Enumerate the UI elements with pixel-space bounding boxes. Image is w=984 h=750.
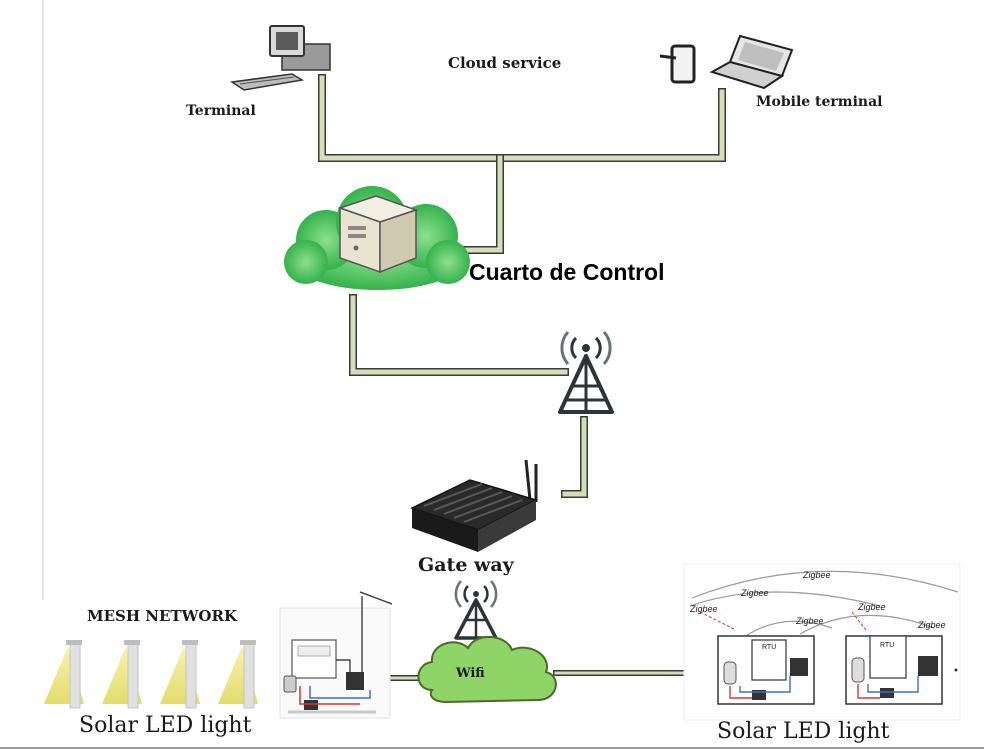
desktop-computer-icon [229,25,331,91]
street-light [160,640,200,709]
solar-led-left-label: Solar LED light [79,713,252,738]
solar-led-right-label: Solar LED light [717,719,890,744]
zigbee-label: Zigbee [741,588,769,598]
mobile-terminal-label: Mobile terminal [756,94,883,110]
zigbee-label: Zigbee [918,620,946,630]
zigbee-label: Zigbee [858,602,886,612]
wifi-label: Wifi [456,666,485,681]
zigbee-label: Zigbee [690,604,718,614]
phone-icon [659,44,696,84]
laptop-icon [709,34,794,90]
gateway-router-icon [410,459,538,552]
street-light [218,640,258,709]
zigbee-label: Zigbee [796,616,824,626]
mesh-network-label: MESH NETWORK [87,607,237,625]
rtu-label: RTU [880,642,895,649]
wifi-cloud [417,635,557,704]
zigbee-schematic-right [683,563,961,721]
street-light [102,640,142,709]
street-light [44,640,84,709]
wiring-schematic-left [279,591,393,719]
zigbee-label: Zigbee [803,570,831,580]
connection-lines [318,74,726,681]
control-room-label: Cuarto de Control [469,259,665,285]
gateway-label: Gate way [418,554,514,576]
cloud-service-label: Cloud service [448,54,562,72]
rtu-label: RTU [762,644,777,651]
solar-led-lights-left [44,640,258,709]
cell-tower-icon [558,331,614,414]
terminal-label: Terminal [186,103,256,119]
server-icon [337,195,419,274]
small-tower-icon [454,580,498,640]
